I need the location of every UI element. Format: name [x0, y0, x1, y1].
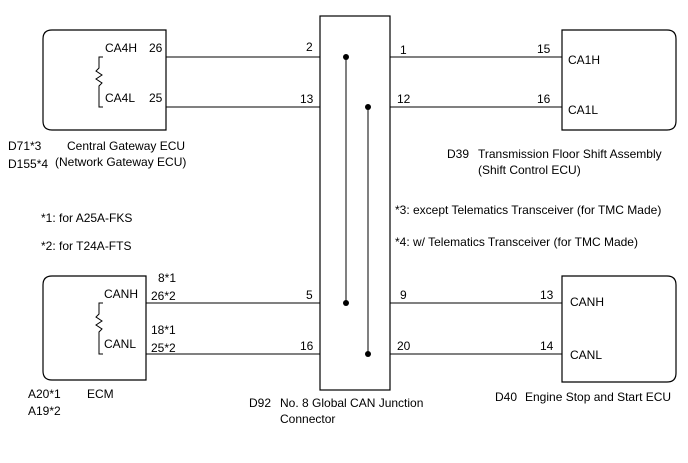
- tfsa-pin-l-label: CA1L: [568, 103, 598, 117]
- central-gateway-name: Central Gateway ECU: [67, 139, 185, 153]
- junction-ref: D92: [249, 396, 271, 410]
- central-gateway-subname: (Network Gateway ECU): [55, 155, 186, 169]
- junction-pin-right-bottom-l: 20: [397, 339, 411, 353]
- note-2: *2: for T24A-FTS: [41, 239, 131, 253]
- central-gateway-pin-h-num: 26: [149, 41, 163, 55]
- ecm-ref-2: A19*2: [28, 404, 61, 418]
- ecm-pin-h-num-1: 8*1: [158, 271, 176, 285]
- engine-ss-pin-l-label: CANL: [570, 348, 602, 362]
- ecm-pin-l-label: CANL: [104, 337, 136, 351]
- junction-pin-left-bottom-h: 5: [306, 288, 313, 302]
- tfsa-pin-h-label: CA1H: [568, 53, 600, 67]
- junction-node-top-l: [365, 104, 371, 110]
- engine-ss-ref: D40: [495, 390, 517, 404]
- junction-pin-left-top-h: 2: [306, 40, 313, 54]
- tfsa-name: Transmission Floor Shift Assembly: [478, 147, 662, 161]
- engine-ss-name: Engine Stop and Start ECU: [525, 390, 671, 404]
- ecm-pin-l-num-1: 18*1: [151, 323, 176, 337]
- junction-pin-right-top-h: 1: [400, 43, 407, 57]
- engine-ss-pin-h-num: 13: [540, 288, 554, 302]
- tfsa-pin-l-num: 16: [537, 92, 551, 106]
- central-gateway-pin-l-num: 25: [149, 91, 163, 105]
- ecm-pin-l-num-2: 25*2: [151, 341, 176, 355]
- ecm-ref-1: A20*1: [28, 387, 61, 401]
- junction-name-line2: Connector: [280, 412, 335, 426]
- ecm-pin-h-num-2: 26*2: [151, 289, 176, 303]
- ecm-box: [42, 275, 147, 381]
- ecm-pin-h-label: CANH: [104, 287, 138, 301]
- ecm-resistor: [95, 302, 103, 355]
- tfsa-ref: D39: [447, 147, 469, 161]
- central-gateway-pin-h-label: CA4H: [105, 41, 137, 55]
- junction-node-top-h: [343, 54, 349, 60]
- junction-name: No. 8 Global CAN Junction: [280, 396, 423, 410]
- engine-ss-pin-l-num: 14: [540, 339, 554, 353]
- central-gateway-ecu-box: [42, 29, 167, 131]
- ecm-name: ECM: [87, 387, 114, 401]
- junction-node-bottom-l: [365, 351, 371, 357]
- junction-pin-left-top-l: 13: [300, 92, 314, 106]
- junction-pin-left-bottom-l: 16: [300, 339, 314, 353]
- engine-stop-start-box: [561, 275, 677, 383]
- engine-ss-pin-h-label: CANH: [570, 295, 604, 309]
- note-1: *1: for A25A-FKS: [41, 211, 132, 225]
- tfsa-pin-h-num: 15: [537, 42, 551, 56]
- junction-connector-box: [319, 15, 391, 391]
- tfsa-box: [561, 29, 677, 131]
- central-gateway-pin-l-label: CA4L: [105, 91, 135, 105]
- central-gateway-ref-1: D71*3: [8, 139, 42, 153]
- tfsa-subname: (Shift Control ECU): [478, 163, 581, 177]
- note-3: *3: except Telematics Transceiver (for T…: [395, 203, 661, 217]
- junction-node-bottom-h: [343, 300, 349, 306]
- note-4: *4: w/ Telematics Transceiver (for TMC M…: [395, 235, 638, 249]
- central-gateway-resistor: [95, 56, 103, 108]
- central-gateway-ref-2: D155*4: [8, 157, 48, 171]
- junction-pin-right-top-l: 12: [397, 92, 411, 106]
- junction-pin-right-bottom-h: 9: [400, 288, 407, 302]
